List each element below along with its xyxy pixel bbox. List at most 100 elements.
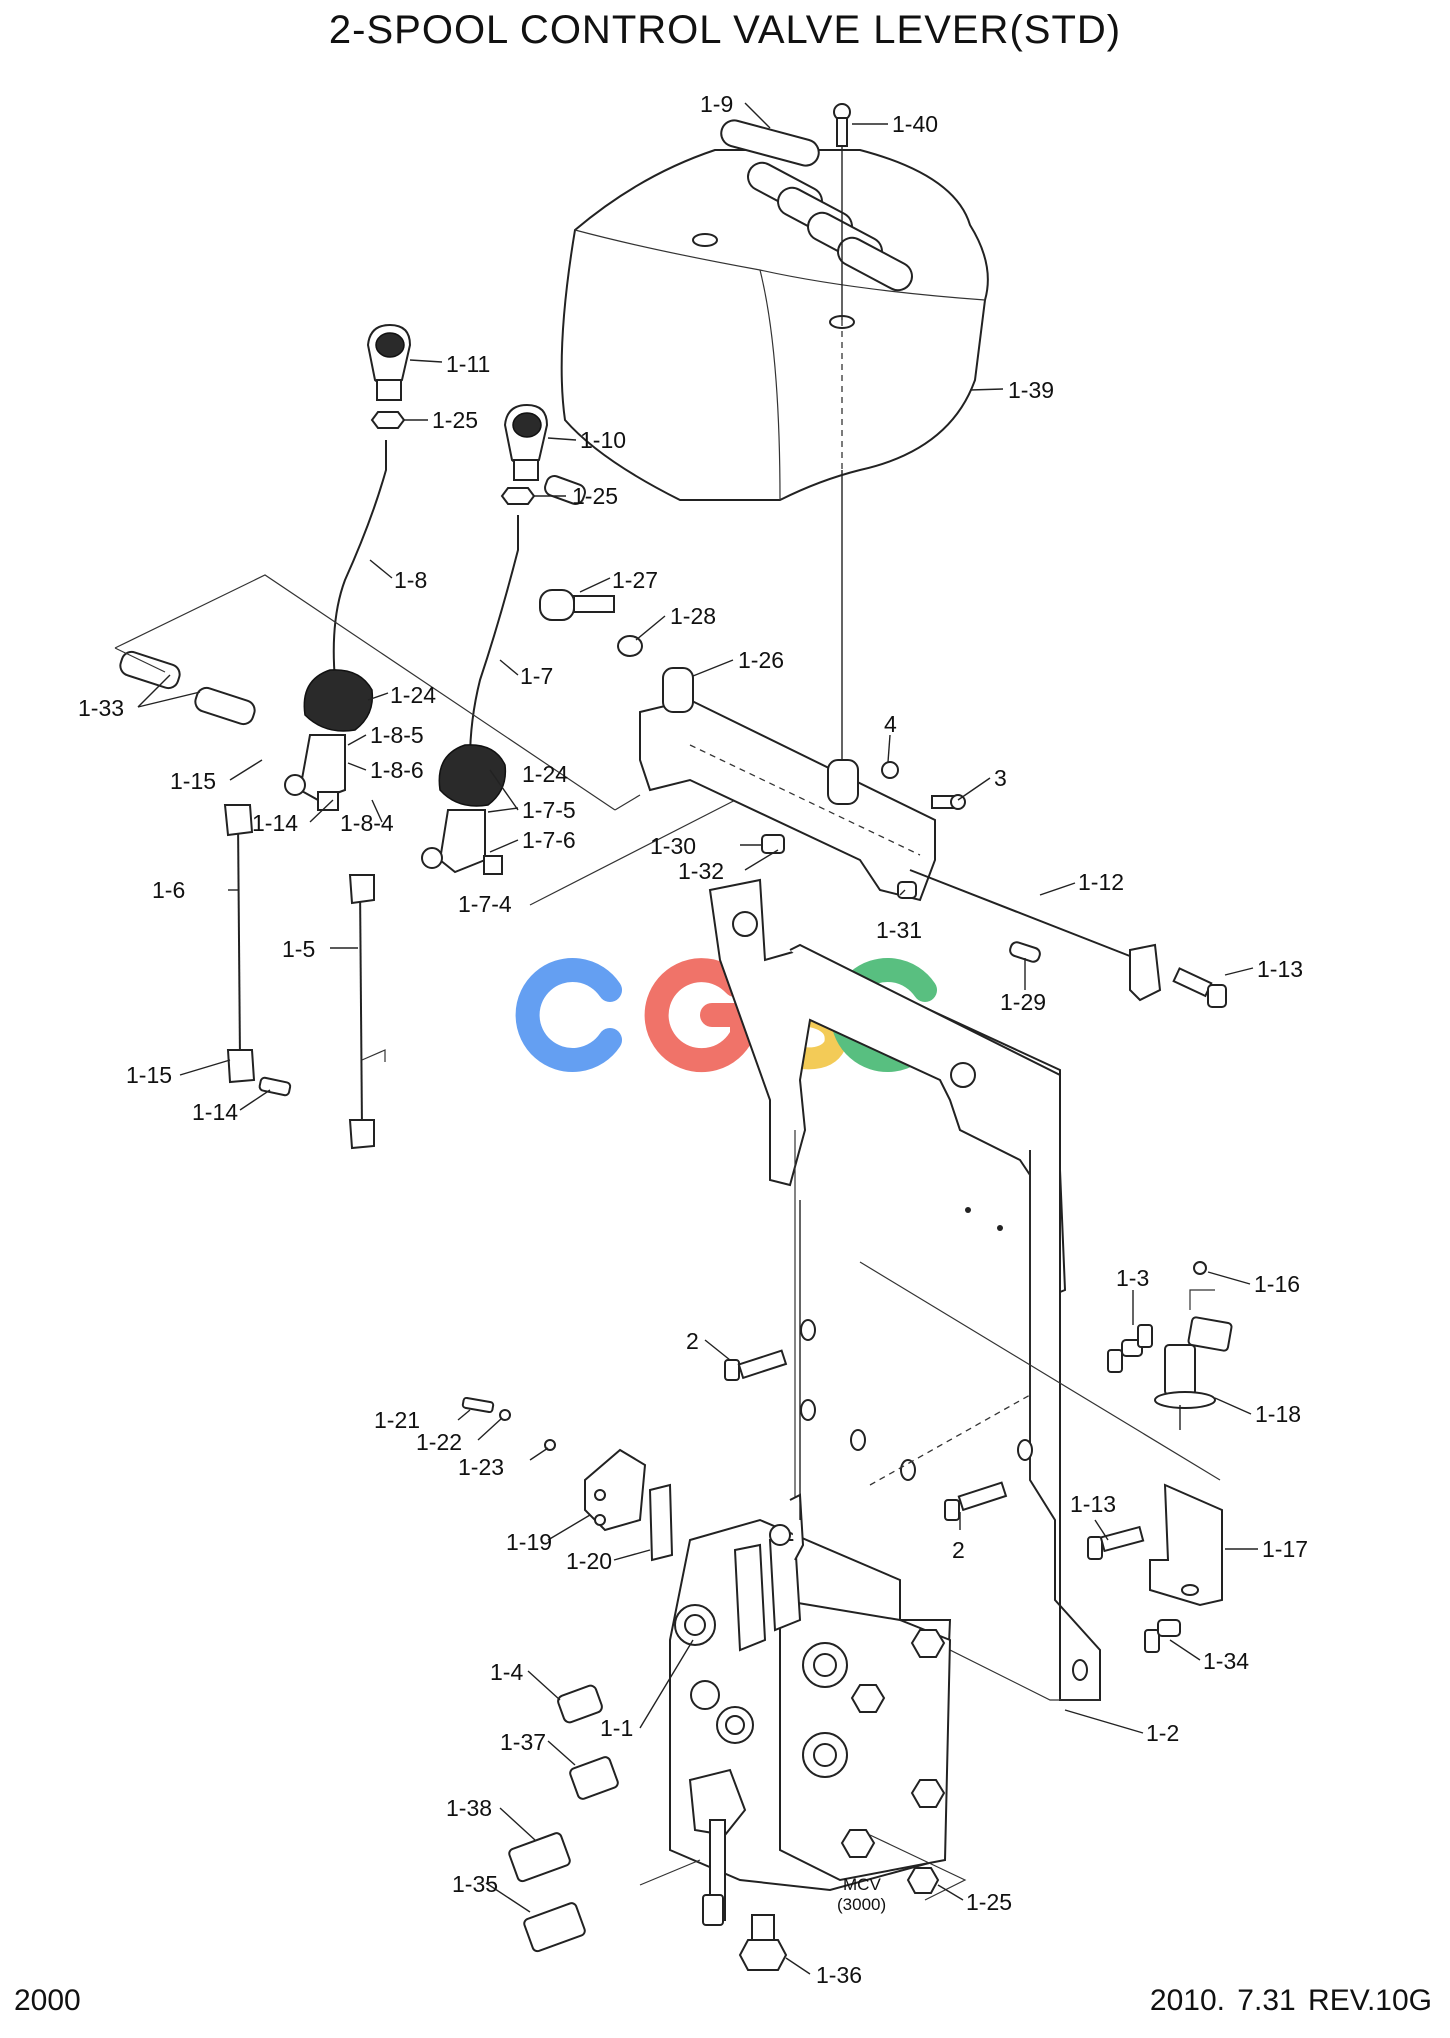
- callout-1-7-4: 1-7-4: [458, 891, 512, 917]
- callout-2a: 2: [686, 1328, 699, 1354]
- leader-lines: [137, 102, 1258, 1975]
- bracket-1-17: [1149, 1483, 1223, 1607]
- callout-1-13a: 1-13: [1257, 956, 1303, 982]
- pin-1-29: [1009, 941, 1041, 963]
- callout-1-27: 1-27: [612, 567, 658, 593]
- callout-1-32: 1-32: [678, 858, 724, 884]
- callout-1-19: 1-19: [506, 1529, 552, 1555]
- nut-1-25b: [500, 487, 536, 505]
- callout-1-25b: 1-25: [572, 483, 618, 509]
- callout-1-39: 1-39: [1008, 377, 1054, 403]
- bolt-1-34: [1144, 1619, 1181, 1653]
- callout-1-9: 1-9: [700, 91, 733, 117]
- knob-1-11: [366, 323, 412, 401]
- rod-1-12: [909, 869, 1141, 961]
- nut-1-25a: [370, 411, 406, 429]
- callout-1-26: 1-26: [738, 647, 784, 673]
- boot-1-24a: [303, 669, 374, 732]
- callout-1-16: 1-16: [1254, 1271, 1300, 1297]
- lever-1-7: [469, 515, 519, 761]
- shaft-bracket-1-26: [639, 667, 936, 902]
- screw-1-16: [1193, 1261, 1207, 1275]
- bolt-1-40: [833, 103, 851, 147]
- mcv-label: MCV: [843, 1875, 881, 1894]
- link-1-6: [223, 804, 256, 1084]
- callout-1-37: 1-37: [500, 1729, 546, 1755]
- callout-1-21: 1-21: [374, 1407, 420, 1433]
- control-valve-1-1: [669, 1493, 952, 1926]
- nut-4: [881, 761, 899, 779]
- callout-1-36: 1-36: [816, 1962, 862, 1988]
- callout-4: 4: [884, 711, 897, 737]
- callout-1-29: 1-29: [1000, 989, 1046, 1015]
- bolt-3: [931, 794, 966, 810]
- microswitch-1-19: [584, 1448, 647, 1532]
- callout-1-25c: 1-25: [966, 1889, 1012, 1915]
- lever-1-8: [332, 440, 387, 681]
- callout-1-7: 1-7: [520, 663, 553, 689]
- page-number: 2000: [14, 1984, 81, 2017]
- bolt-1-27: [539, 589, 615, 621]
- callout-1-1: 1-1: [600, 1715, 633, 1741]
- bolt-1-3: [1107, 1324, 1153, 1373]
- callout-1-7-6: 1-7-6: [522, 827, 576, 853]
- callout-1-2: 1-2: [1146, 1720, 1179, 1746]
- callout-1-13b: 1-13: [1070, 1491, 1116, 1517]
- callout-1-17: 1-17: [1262, 1536, 1308, 1562]
- mounting-plate-1-2: [708, 878, 1101, 1701]
- bolt-1-14b: [258, 1076, 292, 1097]
- bolt-1-13a: [1172, 967, 1227, 1008]
- callout-1-8-4: 1-8-4: [340, 810, 394, 836]
- console-cover: [560, 119, 989, 501]
- callout-3: 3: [994, 765, 1007, 791]
- knob-1-10: [503, 403, 549, 481]
- callout-1-30: 1-30: [650, 833, 696, 859]
- callout-1-22: 1-22: [416, 1429, 462, 1455]
- callout-1-20: 1-20: [566, 1548, 612, 1574]
- washer-1-28: [617, 635, 643, 657]
- fitting-1-38: [508, 1832, 571, 1883]
- page-title: 2-SPOOL CONTROL VALVE LEVER(STD): [328, 8, 1122, 52]
- callout-1-15b: 1-15: [126, 1062, 172, 1088]
- callout-1-8: 1-8: [394, 567, 427, 593]
- fitting-1-36: [738, 1914, 788, 1971]
- bolt-1-13b: [1087, 1525, 1145, 1560]
- fitting-1-35: [523, 1902, 586, 1953]
- callout-1-8-5: 1-8-5: [370, 722, 424, 748]
- mcv-code-label: (3000): [837, 1895, 886, 1914]
- fitting-1-4: [557, 1684, 603, 1724]
- callout-1-40: 1-40: [892, 111, 938, 137]
- plate-1-20: [648, 1483, 674, 1562]
- callout-1-25a: 1-25: [432, 407, 478, 433]
- callout-1-33: 1-33: [78, 695, 124, 721]
- callout-1-14b: 1-14: [192, 1099, 238, 1125]
- callout-labels: 1-9 1-40 1-39 1-11 1-25 1-10 1-25 1-8 1-…: [78, 91, 1308, 1988]
- bolt-2a: [724, 1349, 788, 1381]
- callout-1-15a: 1-15: [170, 768, 216, 794]
- washer-1-22: [499, 1409, 511, 1421]
- callout-1-34: 1-34: [1203, 1648, 1249, 1674]
- fitting-1-37: [569, 1756, 619, 1800]
- callout-1-31: 1-31: [876, 917, 922, 943]
- callout-1-10: 1-10: [580, 427, 626, 453]
- callout-1-11: 1-11: [446, 351, 490, 377]
- callout-1-23: 1-23: [458, 1454, 504, 1480]
- callout-1-35: 1-35: [452, 1871, 498, 1897]
- callout-1-7-5: 1-7-5: [522, 797, 576, 823]
- callout-2b: 2: [952, 1537, 965, 1563]
- callout-1-38: 1-38: [446, 1795, 492, 1821]
- callout-1-24a: 1-24: [390, 682, 436, 708]
- callout-1-12: 1-12: [1078, 869, 1124, 895]
- bolt-2b: [944, 1481, 1008, 1521]
- callout-1-3: 1-3: [1116, 1265, 1149, 1291]
- callout-1-5: 1-5: [282, 936, 315, 962]
- revision-date: 2010. 7.31 REV.10G: [1149, 1984, 1432, 2017]
- callout-1-6: 1-6: [152, 877, 185, 903]
- nut-1-25c: [906, 1867, 940, 1894]
- callout-1-4: 1-4: [490, 1659, 523, 1685]
- callout-1-18: 1-18: [1255, 1401, 1301, 1427]
- callout-1-8-6: 1-8-6: [370, 757, 424, 783]
- switch-1-18: [1154, 1289, 1233, 1430]
- callout-1-14a: 1-14: [252, 810, 298, 836]
